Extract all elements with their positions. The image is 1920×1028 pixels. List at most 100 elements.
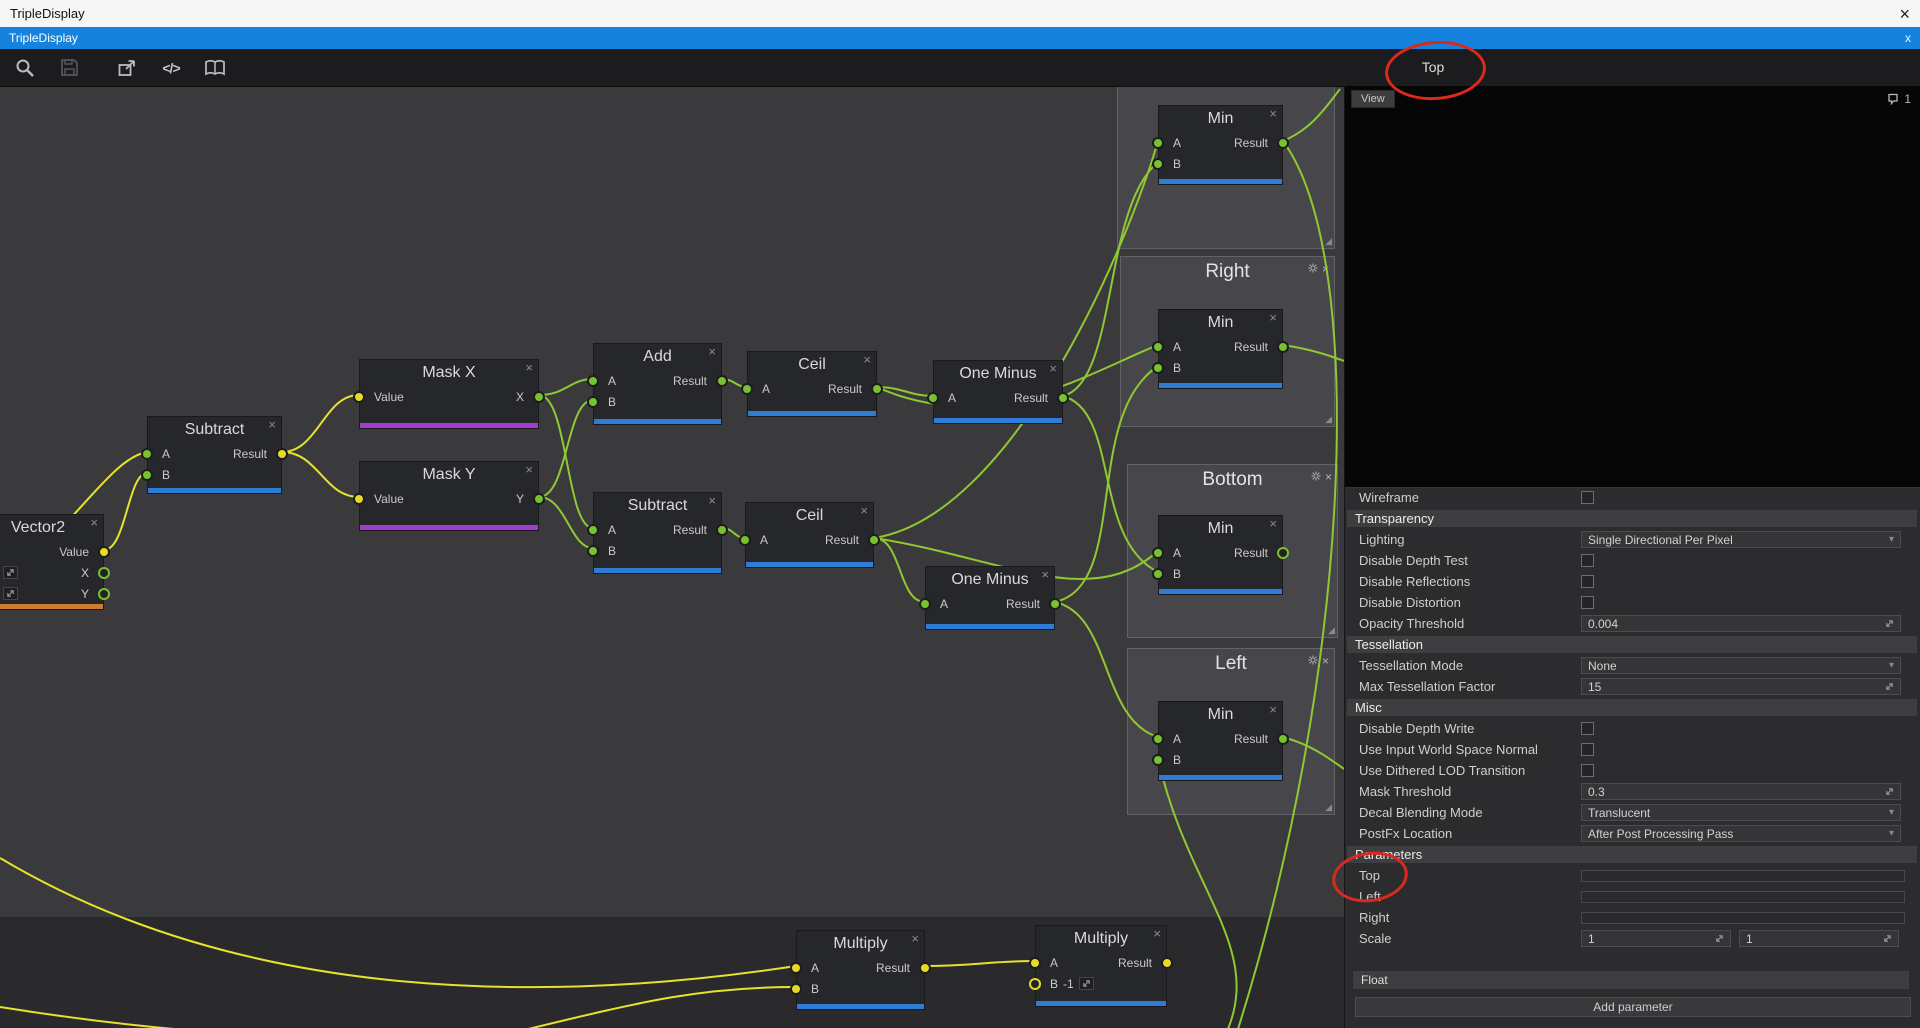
output-pin-result[interactable] xyxy=(1277,732,1289,745)
parameter-type-selector[interactable]: Float xyxy=(1353,971,1909,989)
parameter-value-field[interactable] xyxy=(1581,869,1905,882)
group-close-icon[interactable]: × xyxy=(1322,87,1329,88)
output-pin-result[interactable] xyxy=(1161,956,1173,969)
material-node-graph[interactable]: ×◢Right×◢Bottom×◢Left×◢Vector2×ValueXYSu… xyxy=(0,86,1344,1028)
value-drag-widget[interactable] xyxy=(3,566,18,579)
output-pin-result[interactable] xyxy=(276,447,288,460)
input-pin-b[interactable] xyxy=(1152,361,1164,374)
output-pin-result[interactable] xyxy=(1057,391,1069,404)
node-close-icon[interactable]: × xyxy=(1041,567,1049,582)
node-close-icon[interactable]: × xyxy=(1049,361,1057,376)
scale-field-2[interactable]: 1 xyxy=(1739,930,1899,947)
node-close-icon[interactable]: × xyxy=(1269,702,1277,717)
group-resize-grip[interactable]: ◢ xyxy=(1325,236,1332,246)
parameter-value-field[interactable] xyxy=(1581,890,1905,903)
checkbox[interactable] xyxy=(1581,764,1594,777)
checkbox[interactable] xyxy=(1581,575,1594,588)
node-close-icon[interactable]: × xyxy=(1269,516,1277,531)
input-pin-b[interactable] xyxy=(141,468,153,481)
output-pin-result[interactable] xyxy=(871,382,883,395)
checkbox[interactable] xyxy=(1581,491,1594,504)
output-pin-result[interactable] xyxy=(1049,597,1061,610)
tab-close-button[interactable]: x xyxy=(1905,31,1911,45)
dropdown[interactable]: Single Directional Per Pixel▾ xyxy=(1581,531,1901,548)
node-close-icon[interactable]: × xyxy=(911,931,919,946)
input-pin-b[interactable] xyxy=(790,982,802,995)
view-menu-button[interactable]: View xyxy=(1351,90,1395,108)
number-field[interactable]: 15 xyxy=(1581,678,1901,695)
input-pin-a[interactable] xyxy=(919,597,931,610)
checkbox[interactable] xyxy=(1581,554,1594,567)
drag-slider-icon[interactable] xyxy=(1715,934,1724,943)
output-pin-x[interactable] xyxy=(533,390,545,403)
node-close-icon[interactable]: × xyxy=(863,352,871,367)
output-pin-y[interactable] xyxy=(533,492,545,505)
input-pin-b[interactable] xyxy=(1029,977,1041,990)
node-close-icon[interactable]: × xyxy=(268,417,276,432)
input-pin-b[interactable] xyxy=(1152,753,1164,766)
input-pin-a[interactable] xyxy=(739,533,751,546)
dropdown[interactable]: None▾ xyxy=(1581,657,1901,674)
input-pin-a[interactable] xyxy=(587,374,599,387)
group-resize-grip[interactable]: ◢ xyxy=(1328,625,1335,635)
checkbox[interactable] xyxy=(1581,596,1594,609)
node-close-icon[interactable]: × xyxy=(525,462,533,477)
input-pin-a[interactable] xyxy=(141,447,153,460)
output-pin-result[interactable] xyxy=(1277,340,1289,353)
input-pin-a[interactable] xyxy=(587,523,599,536)
value-drag-widget[interactable] xyxy=(3,587,18,600)
output-pin-result[interactable] xyxy=(1277,136,1289,149)
group-close-icon[interactable]: × xyxy=(1321,654,1329,668)
docs-book-icon[interactable] xyxy=(202,55,228,81)
number-field[interactable]: 0.004 xyxy=(1581,615,1901,632)
checkbox[interactable] xyxy=(1581,722,1594,735)
drag-slider-icon[interactable] xyxy=(1885,787,1894,796)
dropdown[interactable]: After Post Processing Pass▾ xyxy=(1581,825,1901,842)
input-pin-a[interactable] xyxy=(1152,340,1164,353)
input-pin-a[interactable] xyxy=(741,382,753,395)
window-close-button[interactable]: × xyxy=(1899,3,1910,24)
input-pin-a[interactable] xyxy=(1029,956,1041,969)
input-pin-a[interactable] xyxy=(1152,546,1164,559)
input-pin-a[interactable] xyxy=(927,391,939,404)
node-close-icon[interactable]: × xyxy=(90,515,98,530)
input-pin-b[interactable] xyxy=(1152,157,1164,170)
input-pin-value[interactable] xyxy=(353,492,365,505)
group-resize-grip[interactable]: ◢ xyxy=(1325,802,1332,812)
material-preview-viewport[interactable]: View 1 xyxy=(1345,86,1920,488)
output-pin-result[interactable] xyxy=(919,961,931,974)
drag-slider-icon[interactable] xyxy=(1885,619,1894,628)
tab-tripledisplay[interactable]: TripleDisplay xyxy=(9,31,78,45)
node-close-icon[interactable]: × xyxy=(1269,106,1277,121)
input-pin-b[interactable] xyxy=(587,395,599,408)
checkbox[interactable] xyxy=(1581,743,1594,756)
code-icon[interactable]: </> xyxy=(162,59,180,76)
save-icon[interactable] xyxy=(56,55,82,81)
output-pin-y[interactable] xyxy=(98,587,110,600)
output-pin-result[interactable] xyxy=(868,533,880,546)
add-parameter-button[interactable]: Add parameter xyxy=(1355,997,1911,1017)
input-pin-b[interactable] xyxy=(1152,567,1164,580)
node-close-icon[interactable]: × xyxy=(1269,310,1277,325)
group-settings-gear-icon[interactable] xyxy=(1308,652,1318,670)
output-pin-x[interactable] xyxy=(98,566,110,579)
group-settings-gear-icon[interactable] xyxy=(1308,87,1318,91)
output-pin-value[interactable] xyxy=(98,545,110,558)
input-pin-a[interactable] xyxy=(1152,732,1164,745)
drag-slider-icon[interactable] xyxy=(1883,934,1892,943)
group-close-icon[interactable]: × xyxy=(1321,262,1329,276)
